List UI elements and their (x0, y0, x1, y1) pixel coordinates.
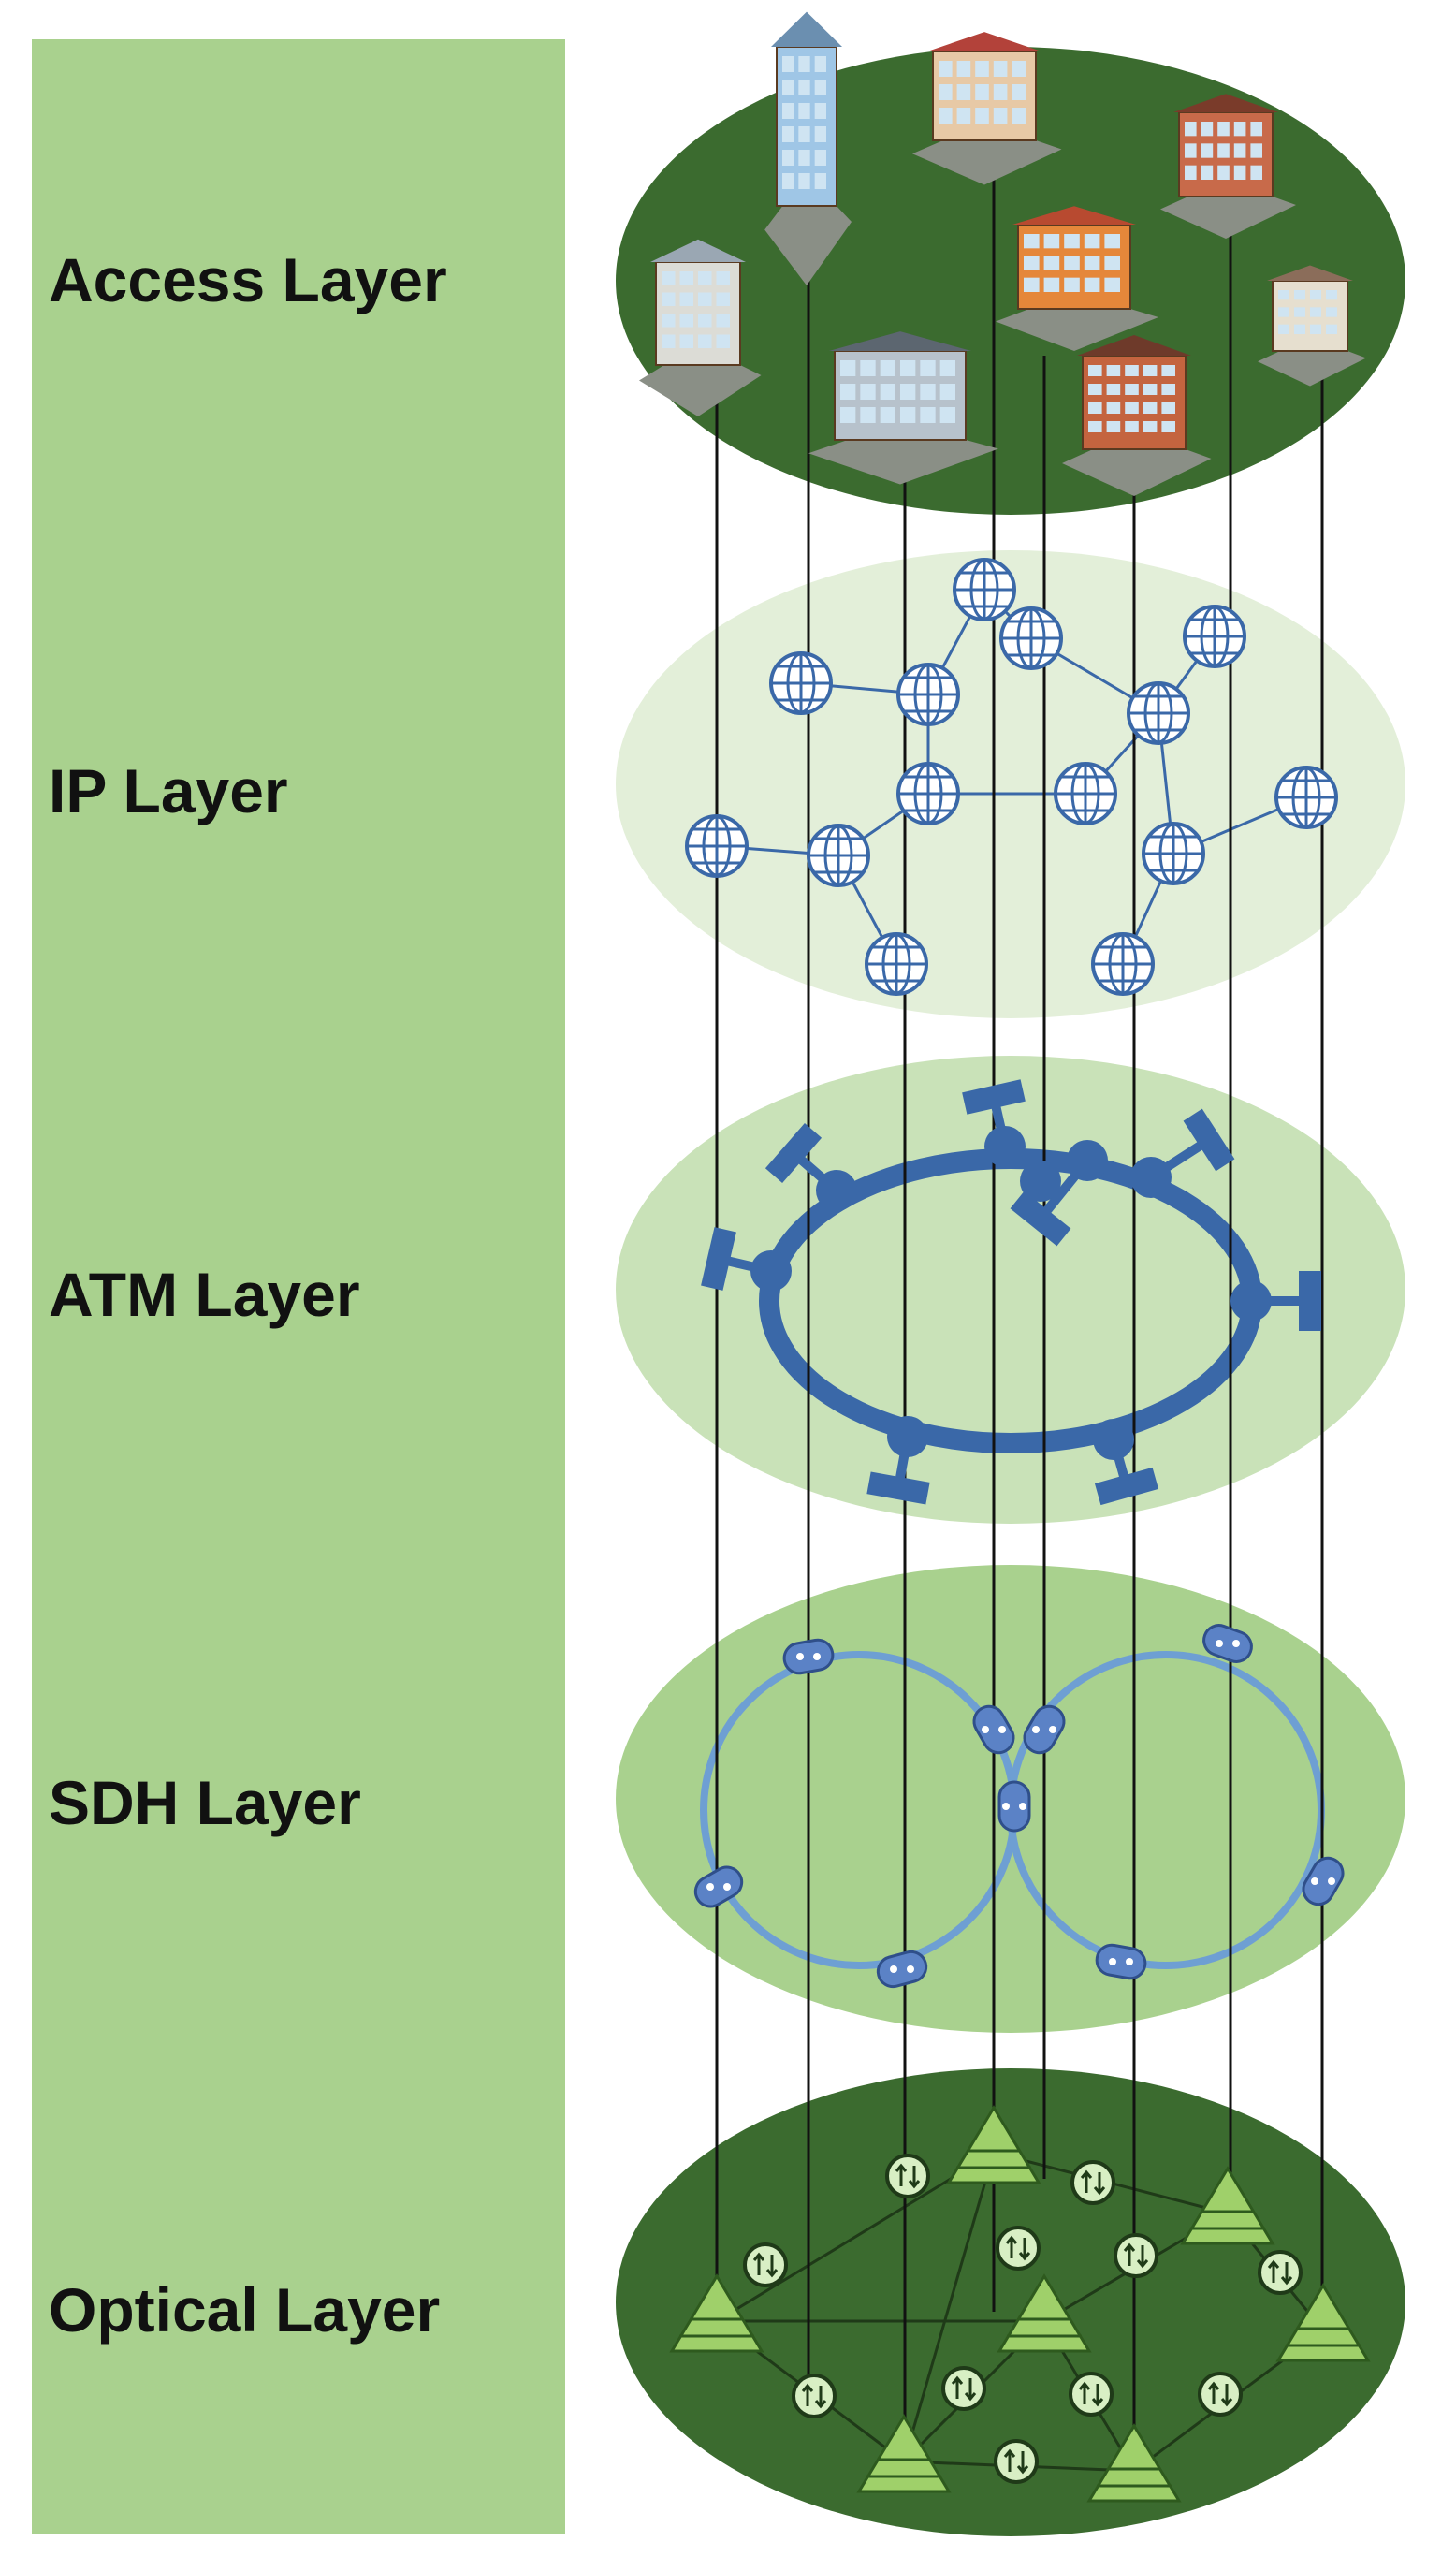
optical-amplifier-icon (941, 2366, 986, 2411)
row-houses-building-icon (1062, 335, 1212, 496)
sdh-adm-icon (1202, 1624, 1253, 1663)
sdh-adm-icon (1302, 1856, 1345, 1906)
optical-amplifier-icon (1258, 2250, 1303, 2295)
globe-router-icon (865, 932, 928, 996)
sdh-adm-icon (1095, 1943, 1147, 1980)
access-layer-label: Access Layer (49, 245, 447, 314)
optical-pyramid-icon (1180, 2166, 1275, 2245)
atm-switch-icon (764, 1122, 857, 1211)
optical-amplifier-icon (1069, 2372, 1114, 2417)
optical-amplifier-icon (743, 2242, 788, 2287)
skyscraper-icon (764, 11, 852, 285)
office-building-icon (639, 239, 762, 416)
atm-switch-icon (1130, 1108, 1235, 1198)
atm-switch-icon (1010, 1140, 1108, 1247)
globe-router-icon (999, 606, 1063, 670)
optical-pyramid-icon (946, 2105, 1041, 2184)
atm-switch-icon (866, 1416, 930, 1505)
atm-switch-icon (701, 1227, 792, 1292)
globe-router-icon (769, 651, 833, 715)
atm-switch-icon (1093, 1419, 1159, 1506)
ip-layer-label: IP Layer (49, 756, 288, 825)
optical-layer-label: Optical Layer (49, 2275, 441, 2345)
globe-router-icon (1054, 762, 1117, 825)
sdh-adm-icon (782, 1638, 835, 1675)
sdh-adm-icon (1023, 1704, 1066, 1755)
layer-sidebar (32, 39, 565, 2534)
optical-amplifier-icon (1198, 2372, 1243, 2417)
globe-router-icon (1091, 932, 1155, 996)
house-building-icon (808, 331, 998, 485)
sdh-adm-icon (876, 1950, 928, 1989)
optical-pyramid-icon (856, 2414, 952, 2493)
optical-amplifier-icon (1114, 2233, 1158, 2278)
optical-pyramid-icon (1086, 2423, 1182, 2503)
optical-amplifier-icon (792, 2374, 837, 2418)
globe-router-icon (1274, 766, 1338, 829)
optical-amplifier-icon (885, 2154, 930, 2198)
optical-link-line (902, 2152, 996, 2462)
sdh-adm-icon (997, 1780, 1031, 1833)
school-building-icon (996, 206, 1158, 351)
atm-layer-label: ATM Layer (49, 1260, 360, 1329)
globe-router-icon (953, 558, 1016, 621)
globe-router-icon (896, 762, 960, 825)
globe-router-icon (1183, 605, 1246, 668)
optical-amplifier-icon (1070, 2160, 1115, 2205)
factory-building-icon (912, 32, 1062, 185)
optical-layer-ellipse (616, 2068, 1405, 2536)
sdh-adm-icon (693, 1865, 744, 1908)
optical-pyramid-icon (1275, 2283, 1371, 2362)
globe-router-icon (896, 663, 960, 726)
globe-router-icon (807, 824, 870, 887)
sdh-adm-icon (972, 1704, 1015, 1755)
atm-node (1020, 1161, 1061, 1202)
optical-amplifier-icon (994, 2439, 1039, 2484)
sdh-layer-label: SDH Layer (49, 1768, 361, 1837)
optical-pyramid-icon (997, 2273, 1092, 2353)
atm-switch-icon (1230, 1271, 1321, 1331)
townhall-building-icon (1160, 94, 1296, 239)
optical-link-line (716, 2151, 995, 2323)
optical-pyramid-icon (669, 2273, 764, 2353)
globe-router-icon (685, 814, 749, 878)
atm-switch-icon (962, 1079, 1026, 1167)
apartment-building-icon (1258, 265, 1366, 387)
globe-router-icon (1142, 822, 1205, 885)
optical-amplifier-icon (996, 2226, 1041, 2271)
globe-router-icon (1127, 681, 1190, 745)
